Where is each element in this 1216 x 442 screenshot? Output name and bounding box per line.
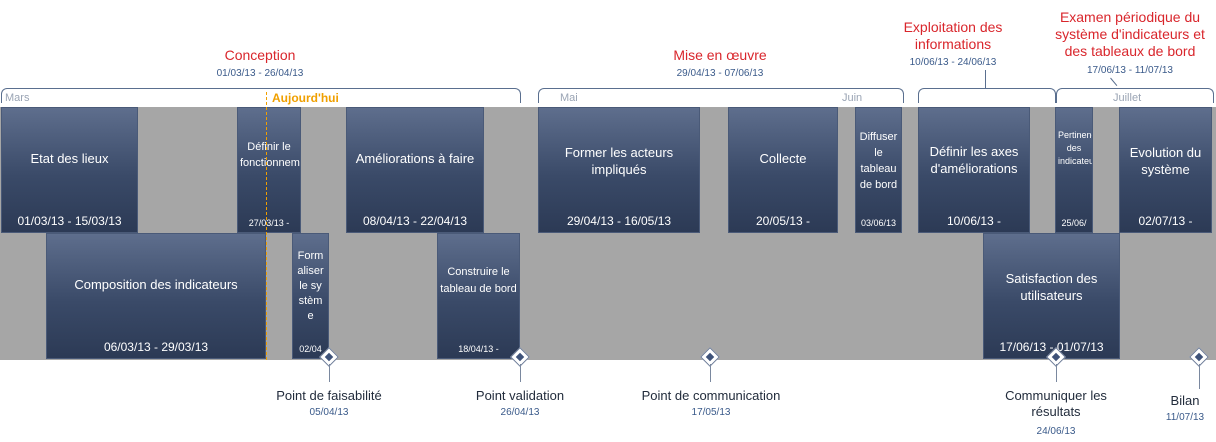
task-construire[interactable]: Construire le tableau de bord 18/04/13 - xyxy=(437,233,520,359)
milestone-stem xyxy=(1056,364,1057,382)
task-dates: 02/04 xyxy=(299,344,322,354)
phase-bracket-stem-exploitation xyxy=(985,70,986,88)
task-dates: 06/03/13 - 29/03/13 xyxy=(103,340,209,354)
task-name: Composition des indicateurs xyxy=(74,277,238,292)
task-evolution[interactable]: Evolution du système 02/07/13 - xyxy=(1119,107,1212,233)
task-dates: 20/05/13 - xyxy=(755,214,811,228)
phase-bracket-exploitation xyxy=(918,88,1056,103)
task-name: Diffuser le tableau de bord xyxy=(859,131,898,191)
milestone-stem xyxy=(1199,364,1200,389)
task-pertinence[interactable]: Pertinence des indicateurs 25/06/ xyxy=(1055,107,1093,233)
task-dates: 27/03/13 - xyxy=(248,218,290,228)
milestone-date-communication: 17/05/13 xyxy=(691,407,731,418)
task-dates: 08/04/13 - 22/04/13 xyxy=(362,214,468,228)
task-etat-des-lieux[interactable]: Etat des lieux 01/03/13 - 15/03/13 xyxy=(1,107,138,233)
phase-bracket-stem-examen xyxy=(1110,77,1118,86)
task-definir-fonctionnement[interactable]: Définir le fonctionnement 27/03/13 - xyxy=(237,107,301,233)
task-former-acteurs[interactable]: Former les acteurs impliqués 29/04/13 - … xyxy=(538,107,700,233)
today-label: Aujourd'hui xyxy=(272,91,339,105)
month-label-mai: Mai xyxy=(560,92,578,104)
milestone-stem xyxy=(329,364,330,382)
today-marker-line xyxy=(266,92,267,360)
phase-title-exploitation: Exploitation des informations xyxy=(903,19,1003,52)
month-label-mars: Mars xyxy=(5,92,30,104)
task-name: Définir le fonctionnement xyxy=(240,141,300,169)
milestone-date-faisabilite: 05/04/13 xyxy=(309,407,349,418)
task-dates: 01/03/13 - 15/03/13 xyxy=(17,214,122,228)
task-collecte[interactable]: Collecte 20/05/13 - xyxy=(728,107,838,233)
milestone-date-validation: 26/04/13 xyxy=(500,407,540,418)
milestone-name-bilan: Bilan xyxy=(1170,393,1200,408)
task-definir-axes[interactable]: Définir les axes d'améliorations 10/06/1… xyxy=(918,107,1030,233)
milestone-stem xyxy=(710,364,711,382)
task-dates: 03/06/13 xyxy=(860,218,897,228)
task-ameliorations[interactable]: Améliorations à faire 08/04/13 - 22/04/1… xyxy=(346,107,484,233)
phase-dates-conception: 01/03/13 - 26/04/13 xyxy=(216,68,304,79)
task-name: Formaliser le système xyxy=(297,250,324,322)
task-name: Collecte xyxy=(759,151,807,166)
milestone-name-faisabilite: Point de faisabilité xyxy=(276,388,382,403)
milestone-stem xyxy=(520,364,521,382)
milestone-name-validation: Point validation xyxy=(475,388,565,403)
task-dates: 02/07/13 - xyxy=(1138,214,1193,228)
task-name: Etat des lieux xyxy=(30,151,109,166)
task-composition[interactable]: Composition des indicateurs 06/03/13 - 2… xyxy=(46,233,266,359)
phase-dates-examen: 17/06/13 - 11/07/13 xyxy=(1087,65,1173,76)
task-name: Améliorations à faire xyxy=(355,151,475,166)
phase-title-conception: Conception xyxy=(224,47,296,63)
task-dates: 29/04/13 - 16/05/13 xyxy=(566,214,672,228)
task-diffuser[interactable]: Diffuser le tableau de bord 03/06/13 xyxy=(855,107,902,233)
phase-title-mise-en-oeuvre: Mise en œuvre xyxy=(673,47,767,63)
task-dates: 18/04/13 - xyxy=(458,344,499,354)
month-label-juillet: Juillet xyxy=(1113,92,1142,104)
task-satisfaction[interactable]: Satisfaction des utilisateurs 17/06/13 -… xyxy=(983,233,1120,359)
month-label-juin: Juin xyxy=(842,92,863,104)
phase-bracket-examen xyxy=(1056,88,1214,103)
phase-bracket-conception xyxy=(1,88,521,103)
phase-dates-mise-en-oeuvre: 29/04/13 - 07/06/13 xyxy=(676,68,764,79)
task-name: Pertinence des indicateurs xyxy=(1058,130,1092,166)
task-dates: 17/06/13 - 01/07/13 xyxy=(999,340,1104,354)
task-name: Evolution du système xyxy=(1129,145,1202,177)
milestone-date-communiquer: 24/06/13 xyxy=(1036,426,1076,437)
task-name: Satisfaction des utilisateurs xyxy=(1005,271,1098,303)
phase-title-examen: Examen périodique du système d'indicateu… xyxy=(1055,9,1205,59)
milestone-name-communiquer: Communiquer les résultats xyxy=(1005,388,1107,419)
task-name: Construire le tableau de bord xyxy=(440,266,517,295)
milestone-name-communication: Point de communication xyxy=(641,388,781,403)
task-dates: 25/06/ xyxy=(1061,218,1087,228)
task-formaliser[interactable]: Formaliser le système 02/04 xyxy=(292,233,329,359)
task-name: Former les acteurs impliqués xyxy=(564,145,674,177)
phase-bracket-mise-en-oeuvre xyxy=(538,88,904,103)
task-dates: 10/06/13 - xyxy=(946,214,1002,228)
milestone-date-bilan: 11/07/13 xyxy=(1165,412,1205,423)
phase-dates-exploitation: 10/06/13 - 24/06/13 xyxy=(909,57,997,68)
task-name: Définir les axes d'améliorations xyxy=(929,144,1019,176)
